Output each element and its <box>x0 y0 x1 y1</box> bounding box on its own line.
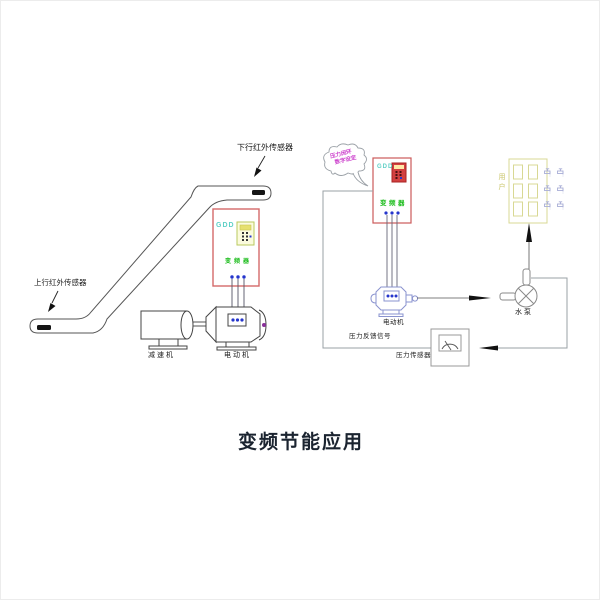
right-inverter-brand: GDD <box>377 164 394 170</box>
pump-to-sensor-line <box>479 277 568 351</box>
reducer-icon <box>140 310 194 350</box>
motor-to-pump-arrow <box>417 295 491 301</box>
user-building-icon <box>508 158 548 224</box>
shaft-icon <box>192 321 208 327</box>
terminal-dots <box>230 275 246 279</box>
keypad-icon <box>391 162 407 183</box>
keypad-icon <box>236 221 255 246</box>
pressure-feedback-line <box>322 190 431 349</box>
right-motor-label: 电动机 <box>383 319 404 326</box>
reducer-label: 减速机 <box>148 352 175 359</box>
top-sensor-label: 下行红外传感器 <box>237 143 293 152</box>
arrow-to-bottom-sensor <box>48 290 59 312</box>
left-inverter-brand: GDD <box>216 222 235 229</box>
arrow-to-top-sensor <box>254 155 266 177</box>
infrared-sensor-bottom-icon <box>37 325 51 330</box>
left-motor-icon <box>205 305 267 351</box>
left-motor-label: 电动机 <box>224 352 251 359</box>
escalator-outline <box>29 185 272 334</box>
thought-bubble-icon <box>323 143 369 187</box>
terminal-dots <box>384 211 400 215</box>
right-motor-icon <box>370 286 419 317</box>
infrared-sensor-top-icon <box>252 190 265 195</box>
left-inverter-box <box>212 208 260 287</box>
bottom-sensor-label: 上行红外传感器 <box>34 278 87 287</box>
water-pump-icon <box>499 268 538 308</box>
user-label: 用户 <box>498 173 505 193</box>
right-motor-wires <box>386 215 398 292</box>
pressure-sensor-icon <box>430 328 470 367</box>
feedback-signal-label: 压力反馈信号 <box>349 333 391 340</box>
left-inverter-label: 变频器 <box>225 259 253 265</box>
right-inverter-label: 变频器 <box>380 200 407 207</box>
pump-to-user-arrow <box>526 223 532 269</box>
page-title: 变频节能应用 <box>237 432 364 453</box>
pump-label: 水泵 <box>515 309 533 316</box>
pressure-sensor-label: 压力传感器 <box>396 352 431 359</box>
